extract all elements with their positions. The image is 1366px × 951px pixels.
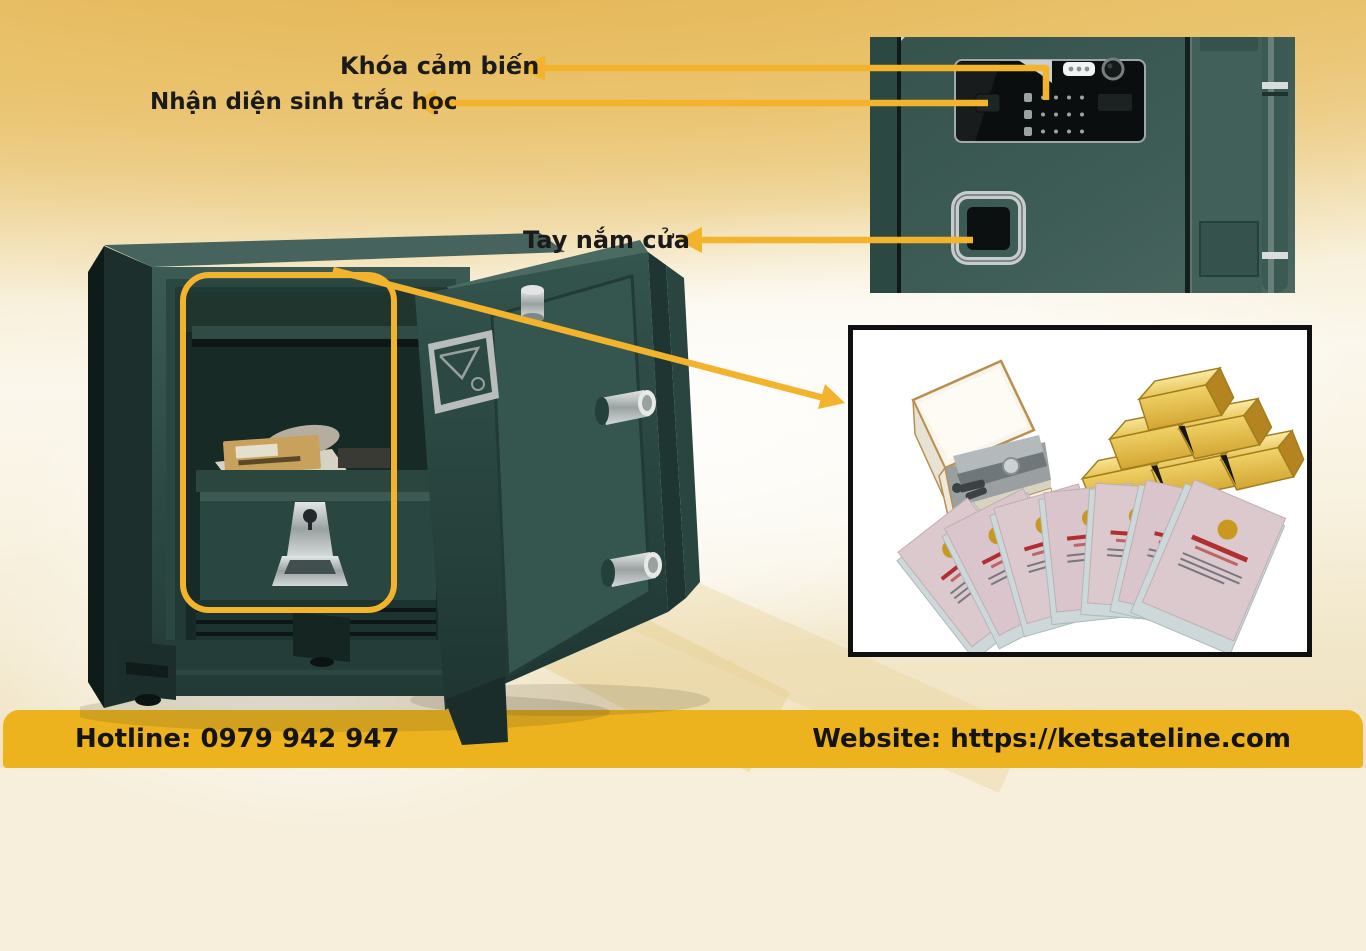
safe-open-door: [415, 240, 700, 745]
callout-door-handle: Tay nắm cửa: [523, 226, 690, 254]
rail-line-1: [196, 608, 436, 612]
interior-shelf-shadow: [192, 339, 434, 347]
closeup-hinge-band-gap: [1262, 92, 1288, 96]
closeup-gap-highlight: [1190, 37, 1192, 293]
website-text: Website: https://ketsateline.com: [812, 724, 1291, 754]
keypad-display: [1098, 94, 1132, 111]
website-url: https://ketsateline.com: [950, 724, 1291, 754]
hotline-number: 0979 942 947: [200, 724, 400, 754]
interior-drawer: [200, 492, 436, 600]
callout-sensor-lock: Khóa cảm biến: [340, 52, 540, 80]
closeup-hinge-highlight: [1268, 37, 1274, 293]
led-dot-3: [1084, 66, 1090, 72]
closeup-hinge-leaf-bottom: [1199, 221, 1259, 277]
callout-biometric: Nhận diện sinh trắc học: [150, 89, 458, 115]
safe-top-face: [104, 233, 565, 267]
closeup-hinge-leaf-top: [1200, 37, 1258, 51]
safe-door-closeup-photo: [870, 37, 1295, 293]
book-safe-lock-dial: [1002, 457, 1020, 475]
document-stack: [896, 479, 1287, 661]
book-safe-keys: [952, 479, 987, 500]
led-dot-2: [1076, 66, 1082, 72]
closeup-door-gap-left: [897, 37, 901, 293]
drawer-top: [196, 470, 436, 492]
safe-left-edge: [88, 246, 104, 708]
valuables-frame: [848, 325, 1312, 661]
interior-shelf: [192, 326, 434, 339]
door-bottom-tip: [445, 676, 508, 745]
safe-feet: [118, 612, 350, 706]
door-handle-closeup: [951, 191, 1026, 265]
safe-left-face: [104, 246, 152, 708]
door-bolt-bottom: [601, 552, 662, 587]
footer-bar: Hotline: 0979 942 947 Website: https://k…: [3, 710, 1363, 768]
open-safe-photo: [80, 233, 710, 745]
hotline-text: Hotline: 0979 942 947: [75, 724, 400, 754]
valuables-illustration: [896, 359, 1305, 661]
camera-sensor: [1101, 57, 1125, 81]
camera-sensor-glint: [1107, 63, 1113, 69]
closeup-door-gap-right: [1185, 37, 1192, 293]
closeup-door-edge: [870, 37, 897, 293]
website-label: Website:: [812, 724, 942, 754]
closeup-hinge-band-2: [1262, 252, 1288, 259]
led-dot-1: [1068, 66, 1074, 72]
hotline-label: Hotline:: [75, 724, 192, 754]
biometric-reader: [975, 93, 1001, 113]
closeup-hinge-band-1: [1262, 82, 1288, 89]
door-top-knob: [521, 285, 544, 323]
